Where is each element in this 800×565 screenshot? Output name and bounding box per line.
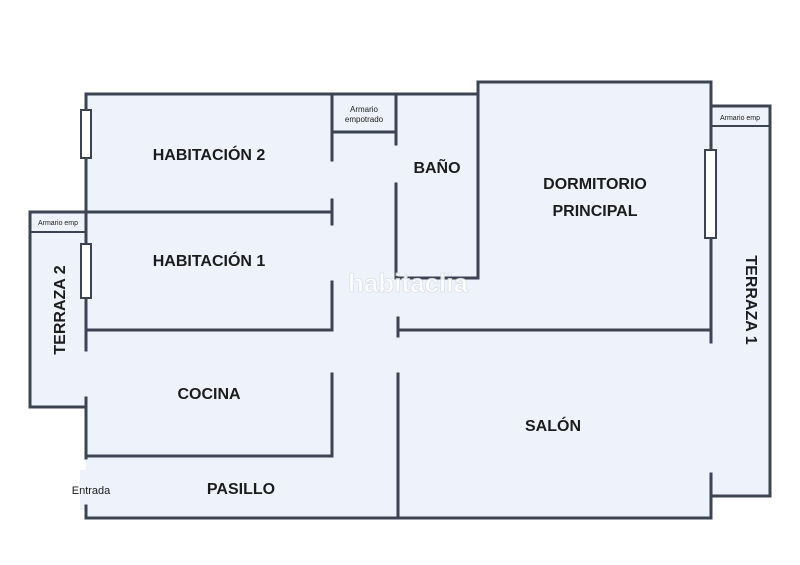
armario-empotrado-label-line1: Armario — [350, 105, 379, 114]
dormitorio-label-line2: PRINCIPAL — [552, 203, 637, 220]
terraza-1-label: TERRAZA 1 — [742, 255, 759, 344]
terraza-2-label: TERRAZA 2 — [52, 265, 69, 354]
armario-empotrado-label-line2: empotrado — [345, 115, 384, 124]
entrada-gap-floor — [80, 470, 90, 510]
window — [704, 149, 717, 239]
floor-areas — [30, 82, 770, 518]
window — [80, 109, 92, 159]
armario-emp-right-label: Armario emp — [720, 115, 760, 122]
entrada-label: Entrada — [72, 485, 111, 497]
windows — [80, 109, 717, 299]
cocina-label: COCINA — [177, 386, 241, 403]
terraza-2-floor — [30, 212, 86, 407]
terraza-1-floor — [711, 106, 770, 496]
habitacion-2-label: HABITACIÓN 2 — [153, 145, 266, 164]
watermark: habitaclia — [348, 268, 468, 298]
armario-emp-left-label: Armario emp — [38, 220, 78, 227]
window — [80, 243, 92, 299]
dormitorio-label-line1: DORMITORIO — [543, 176, 647, 193]
habitacion-1-label: HABITACIÓN 1 — [153, 251, 266, 270]
dormitorio-floor — [478, 82, 711, 102]
pasillo-label: PASILLO — [207, 481, 275, 498]
bano-label: BAÑO — [413, 157, 460, 177]
salon-label: SALÓN — [525, 416, 581, 435]
